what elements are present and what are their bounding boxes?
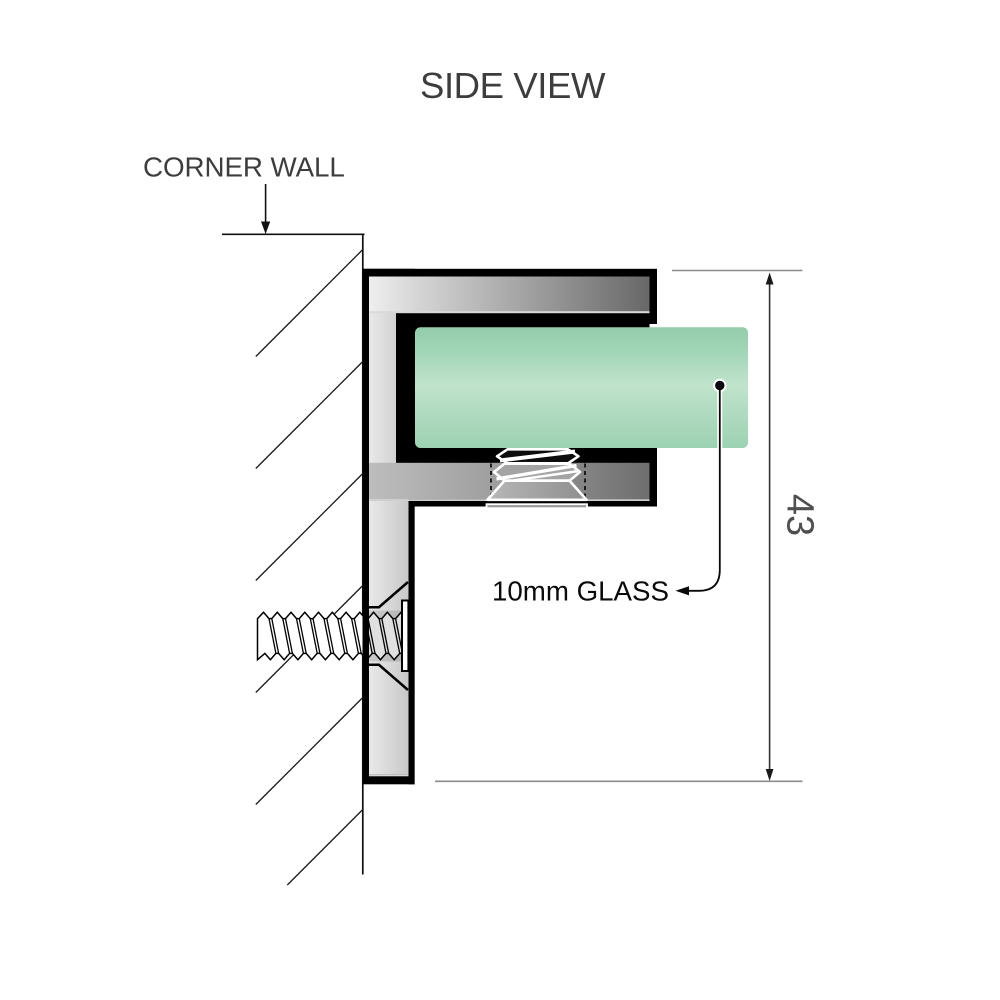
svg-text:43: 43	[779, 494, 821, 536]
svg-text:10mm GLASS: 10mm GLASS	[492, 576, 669, 607]
svg-text:SIDE VIEW: SIDE VIEW	[420, 65, 606, 106]
svg-text:CORNER WALL: CORNER WALL	[143, 152, 345, 183]
